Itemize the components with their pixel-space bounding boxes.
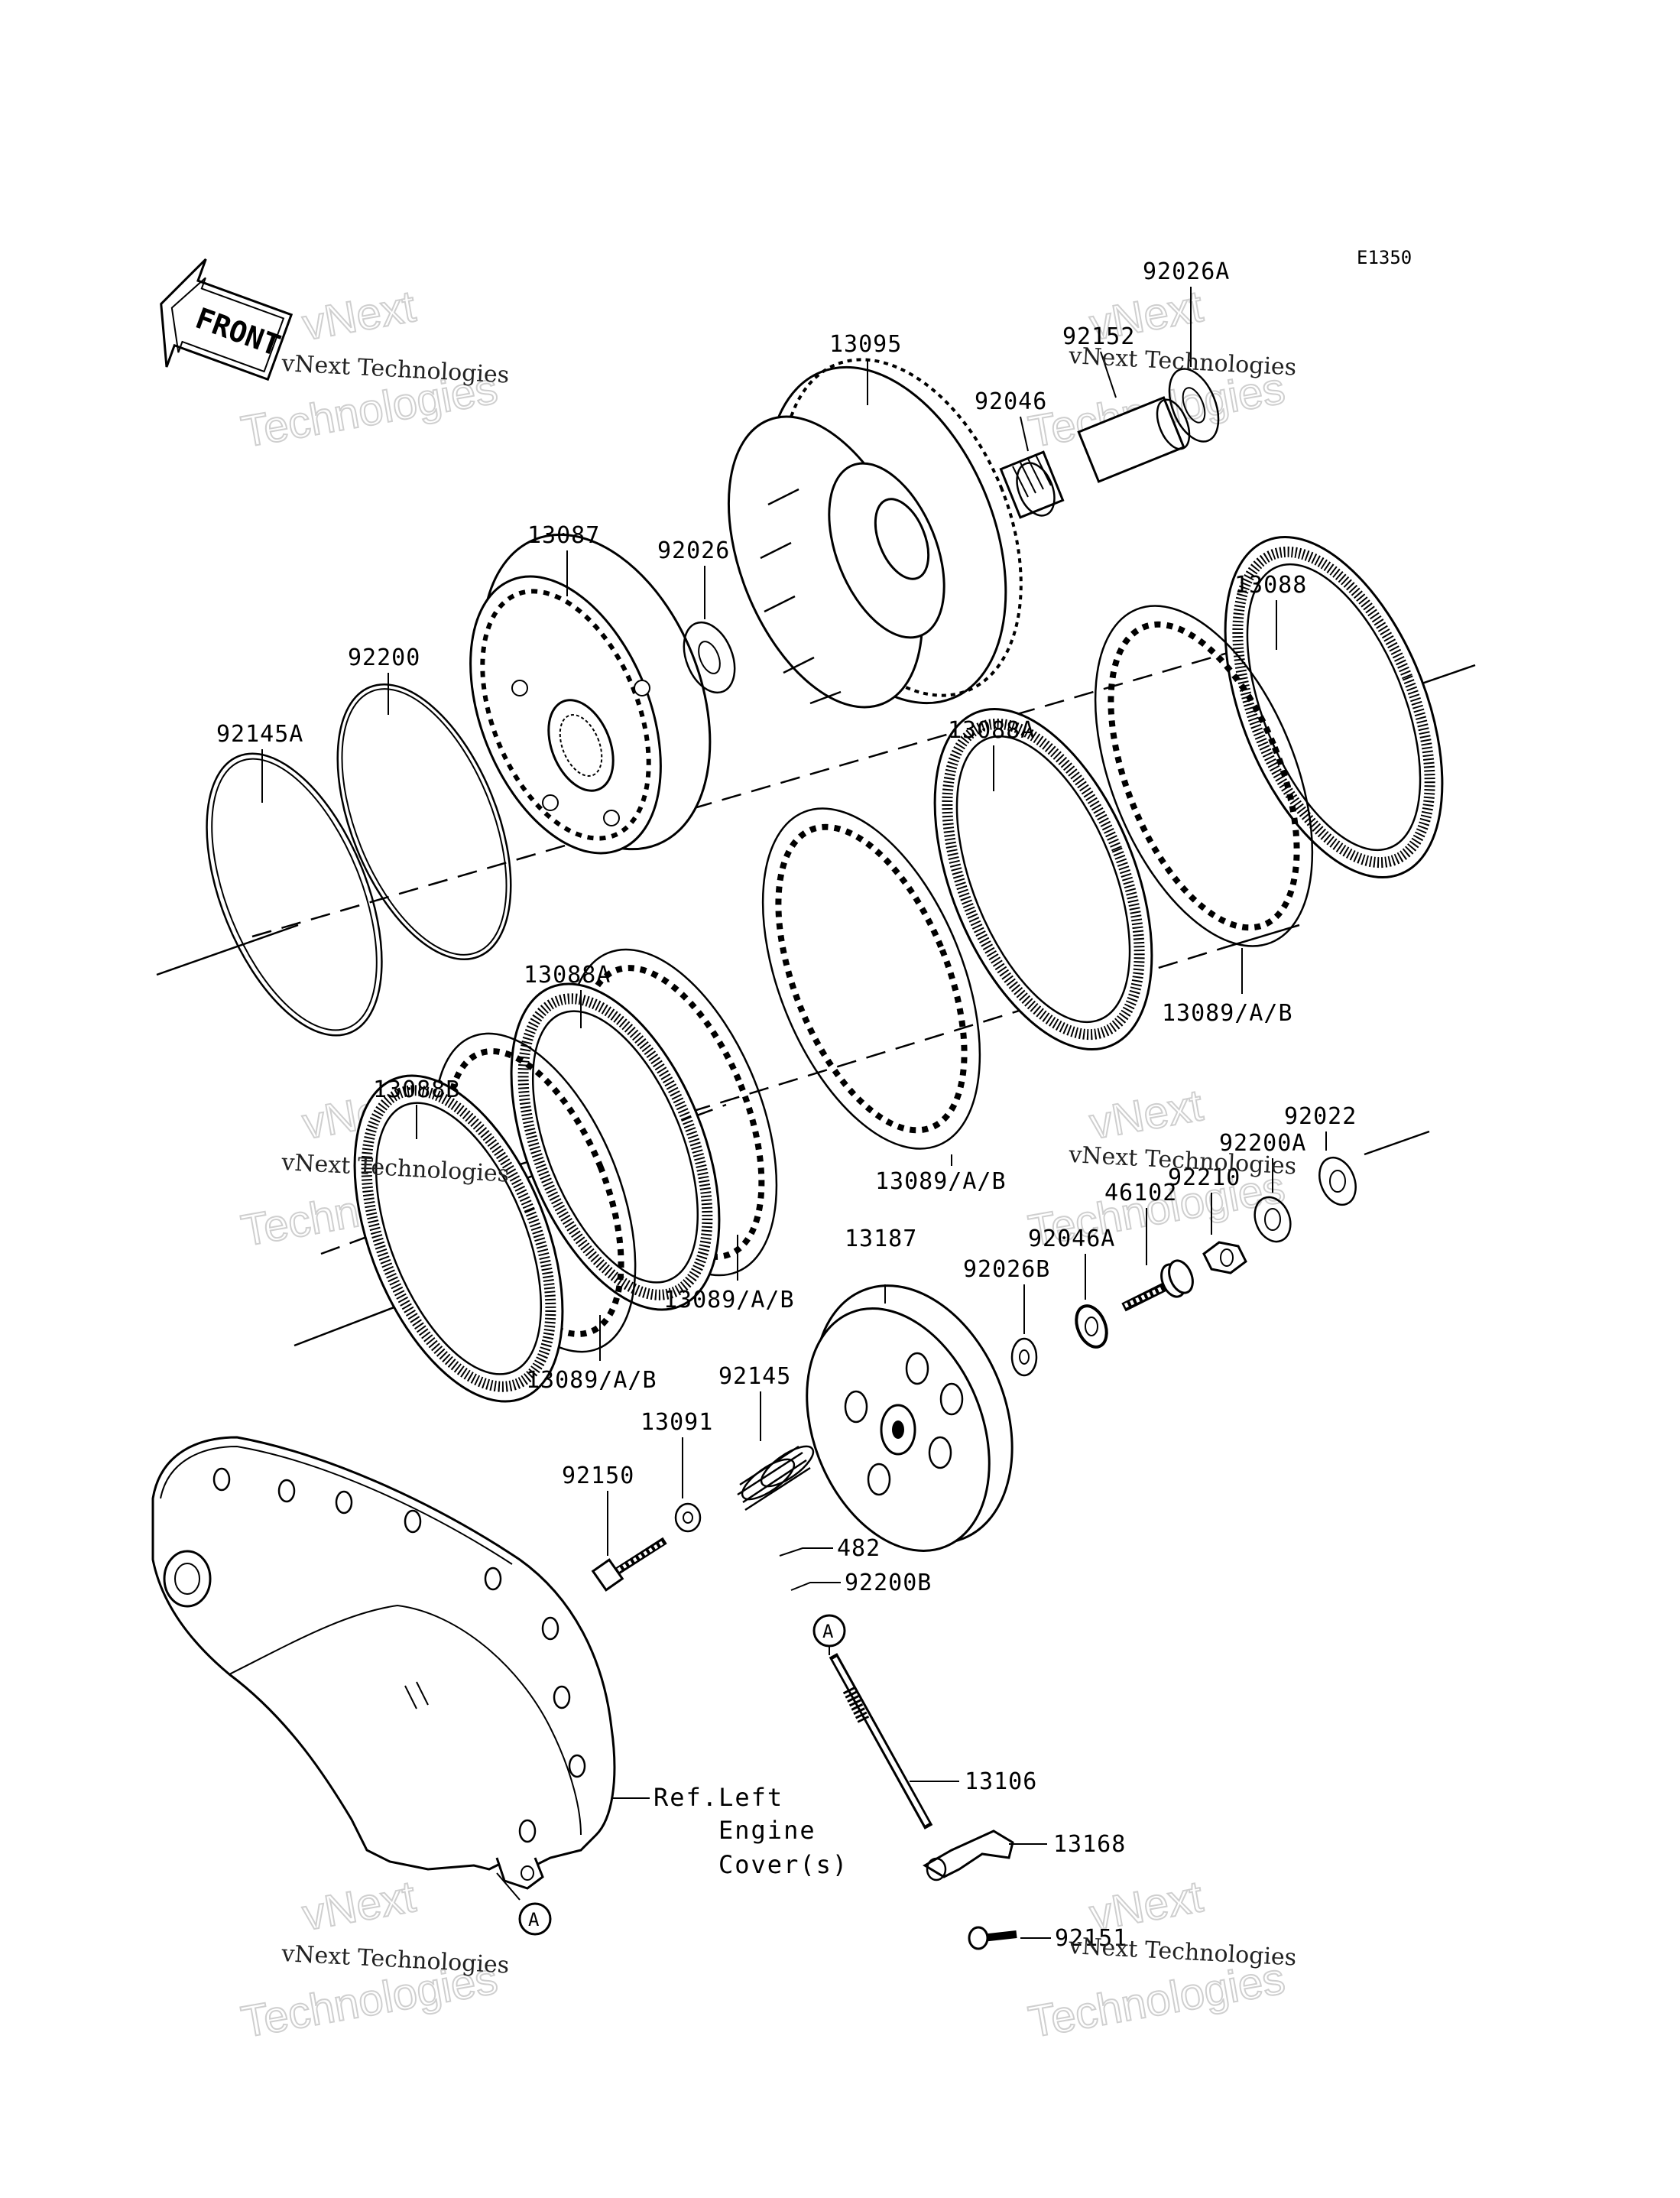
label-92200A: 92200A [1219, 1130, 1306, 1157]
label-13095: 13095 [829, 331, 902, 358]
front-arrow-icon: FRONT [160, 258, 294, 381]
part-92151-bolt [968, 1926, 1017, 1950]
part-92145-spring [737, 1445, 815, 1511]
part-13091-spring-seat [674, 1502, 702, 1533]
part-13089-steel-plate-right [1094, 605, 1314, 947]
part-92022-washer [1318, 1156, 1357, 1206]
label-13106: 13106 [965, 1768, 1037, 1795]
label-92200: 92200 [348, 644, 420, 671]
part-13187-pressure-plate [806, 1284, 1014, 1552]
label-13088A-top: 13088A [948, 717, 1035, 744]
label-92145A: 92145A [216, 721, 303, 748]
part-labels: 13095 92046 92152 92026A 13087 92026 922… [216, 258, 1357, 1952]
part-92026-washer [683, 621, 736, 694]
part-92200A-washer [1254, 1196, 1292, 1243]
part-92026B-washer [1010, 1337, 1038, 1377]
label-46102: 46102 [1104, 1180, 1177, 1206]
label-13089-right: 13089/A/B [1162, 1000, 1293, 1027]
part-13088A-friction-plate-top [933, 708, 1153, 1050]
leader-lines [261, 287, 1327, 1939]
label-92046: 92046 [975, 388, 1047, 415]
part-92152-collar [1077, 396, 1191, 483]
ref-line-1: Ref.Left [654, 1783, 783, 1812]
svg-text:vNext: vNext [299, 1872, 419, 1940]
part-92046-needle-bearing [999, 450, 1065, 519]
svg-text:A: A [822, 1621, 834, 1642]
callout-a-bottom: A [518, 1902, 552, 1936]
label-13088A-left: 13088A [524, 962, 611, 989]
ref-line-2: Engine [718, 1816, 816, 1845]
callout-a-top: A [812, 1614, 846, 1648]
label-13089-left1: 13089/A/B [526, 1367, 657, 1394]
part-13168-lever [923, 1830, 1014, 1881]
label-13087: 13087 [527, 522, 600, 549]
label-13088: 13088 [1234, 572, 1307, 599]
part-92210-nut [1202, 1241, 1247, 1274]
part-13088A-friction-plate-left [510, 982, 721, 1311]
label-92026B: 92026B [963, 1256, 1050, 1283]
part-92150-bolt [591, 1537, 667, 1592]
part-13088B-friction-plate [353, 1074, 564, 1403]
label-482: 482 [837, 1535, 881, 1562]
label-13168: 13168 [1053, 1831, 1126, 1858]
label-13089-left2: 13089/A/B [663, 1287, 795, 1313]
part-92145A-circlip [206, 752, 383, 1037]
part-46102-pusher [1121, 1259, 1194, 1312]
svg-text:vNext Technologies: vNext Technologies [1068, 1933, 1297, 1972]
label-92022: 92022 [1284, 1103, 1357, 1130]
label-92200B: 92200B [845, 1570, 932, 1596]
label-13187: 13187 [845, 1226, 917, 1252]
part-13095-clutch-housing [727, 358, 1023, 709]
label-92151: 92151 [1055, 1925, 1127, 1952]
part-92200-o-ring [336, 683, 512, 960]
label-92152: 92152 [1062, 323, 1135, 350]
svg-text:A: A [528, 1909, 540, 1930]
label-92026A: 92026A [1143, 258, 1230, 285]
svg-text:vNext Technologies: vNext Technologies [1068, 343, 1297, 381]
part-13089-steel-plate-middle [761, 807, 981, 1150]
label-92210: 92210 [1168, 1164, 1241, 1191]
svg-text:vNext: vNext [1086, 1080, 1206, 1149]
part-left-engine-cover [151, 1436, 616, 1890]
part-13106-push-rod [829, 1653, 933, 1830]
label-13088B: 13088B [373, 1076, 460, 1103]
label-92145: 92145 [718, 1363, 791, 1390]
part-13087-clutch-hub [469, 533, 712, 855]
svg-text:vNext: vNext [299, 281, 419, 350]
ref-line-3: Cover(s) [718, 1850, 848, 1879]
diagram-code: E1350 [1357, 247, 1412, 268]
label-92026: 92026 [657, 537, 730, 564]
label-13091: 13091 [641, 1409, 713, 1436]
part-13088-friction-plate [1224, 536, 1444, 878]
label-92046A: 92046A [1028, 1226, 1115, 1252]
part-92046A-bearing [1075, 1304, 1108, 1349]
label-13089-mid: 13089/A/B [875, 1168, 1007, 1195]
part-92026A-washer [1168, 368, 1220, 443]
label-92150: 92150 [562, 1463, 634, 1489]
